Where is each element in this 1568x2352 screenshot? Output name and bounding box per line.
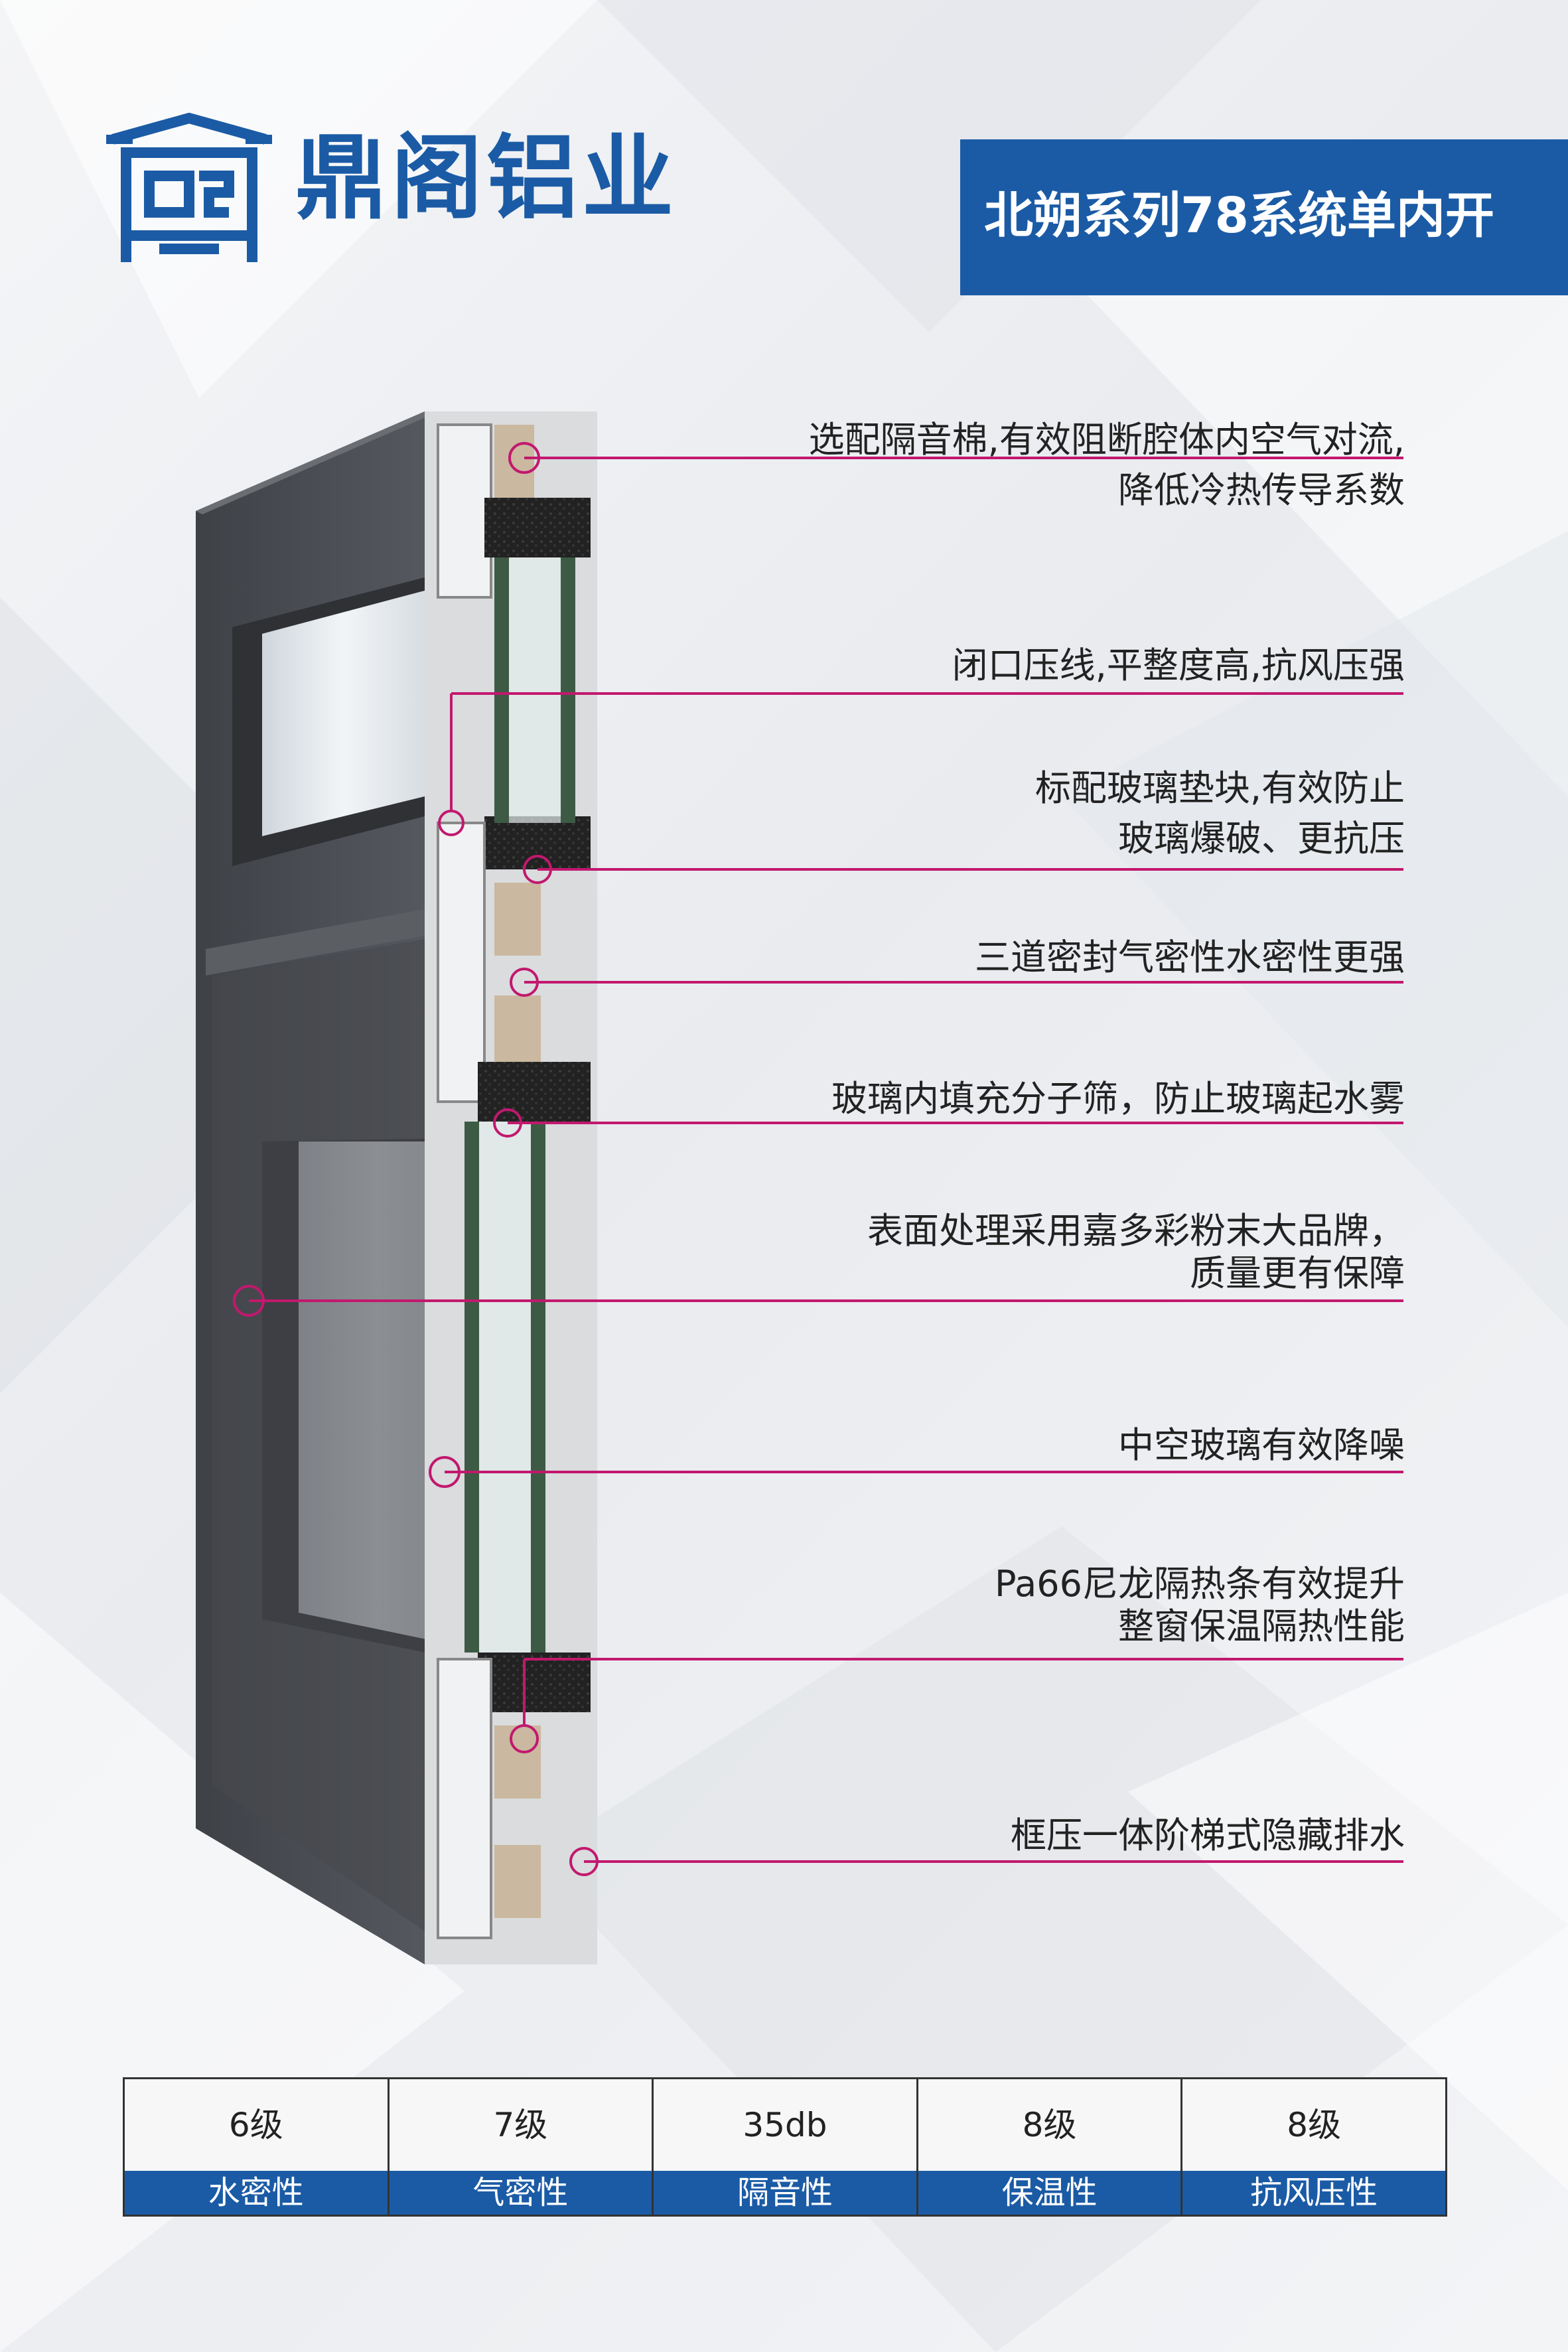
spec-cell-sound-insulation: 35db 隔音性 xyxy=(654,2079,918,2215)
feature-closed-bead: 闭口压线,平整度高,抗风压强 xyxy=(952,644,1405,686)
spec-cell-wind-pressure: 8级 抗风压性 xyxy=(1182,2079,1445,2215)
feature-molecular-sieve: 玻璃内填充分子筛，防止玻璃起水雾 xyxy=(831,1078,1405,1120)
spec-cell-air-tightness: 7级 气密性 xyxy=(389,2079,654,2215)
performance-table: 6级 水密性 7级 气密性 35db 隔音性 8级 保温性 8级 抗风压性 xyxy=(123,2077,1447,2217)
brand-logo-icon xyxy=(106,113,272,262)
spec-cell-water-tightness: 6级 水密性 xyxy=(125,2079,390,2215)
feature-triple-seal: 三道密封气密性水密性更强 xyxy=(975,936,1405,978)
feature-hidden-drainage: 框压一体阶梯式隐藏排水 xyxy=(1011,1814,1405,1856)
title-banner: 北朔系列78系统单内开 xyxy=(960,139,1568,295)
spec-cell-thermal: 8级 保温性 xyxy=(918,2079,1183,2215)
page-title: 北朔系列78系统单内开 xyxy=(984,187,1494,244)
feature-insulating-glass: 中空玻璃有效降噪 xyxy=(1118,1424,1405,1466)
feature-sound-insulation: 选配隔音棉,有效阻断腔体内空气对流, 降低冷热传导系数 xyxy=(808,419,1405,511)
feature-glass-blocks: 标配玻璃垫块,有效防止 玻璃爆破、更抗压 xyxy=(1034,767,1405,859)
brand-name: 鼎阁铝业 xyxy=(295,125,678,232)
feature-powder-coating: 表面处理采用嘉多彩粉末大品牌， 质量更有保障 xyxy=(867,1210,1405,1294)
feature-pa66-strip: Pa66尼龙隔热条有效提升 整窗保温隔热性能 xyxy=(995,1563,1405,1647)
